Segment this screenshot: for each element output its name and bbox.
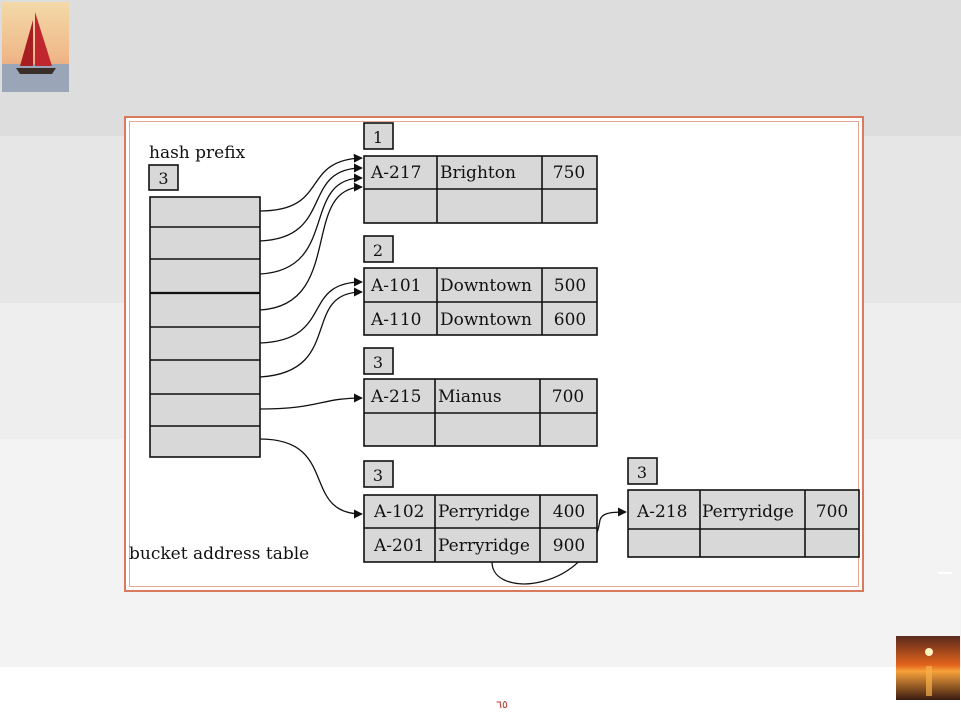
pointer-slot-6 [259, 393, 363, 410]
bucket-1-depth: 1 [373, 128, 383, 147]
record-cell: A-218 [636, 502, 687, 522]
pointer-slot-2 [259, 173, 363, 275]
record-cell: Mianus [438, 387, 502, 407]
record-cell: Downtown [440, 310, 532, 330]
hash-prefix-label: hash prefix [149, 143, 246, 163]
pointer-slot-4 [259, 277, 363, 344]
record-cell: 900 [553, 536, 585, 556]
bucket-5-depth: 3 [637, 463, 647, 482]
record-cell: 750 [553, 163, 585, 183]
bucket-3-depth-box [363, 347, 394, 375]
record-cell: A-101 [370, 276, 421, 296]
extendable-hash-diagram: hash prefix 3 bucket address table [129, 122, 860, 585]
header-band [0, 0, 961, 136]
record-cell: 400 [553, 502, 585, 522]
record-cell: A-217 [370, 163, 421, 183]
global-depth-box [148, 164, 179, 191]
decorative-dash [938, 572, 952, 574]
record-cell: Brighton [440, 163, 516, 183]
diagram-frame: hash prefix 3 bucket address table [124, 116, 864, 592]
record-cell: A-102 [373, 502, 424, 522]
record-cell: Downtown [440, 276, 532, 296]
record-cell: 700 [552, 387, 584, 407]
sunset-logo [896, 636, 960, 700]
pointer-slot-3 [259, 182, 363, 311]
bucket-1: 1 A-217 Brighton 750 [363, 122, 598, 224]
record-cell: 700 [816, 502, 848, 522]
pointer-slot-5 [259, 287, 363, 378]
bucket-address-table [149, 196, 261, 458]
record-cell: Perryridge [438, 502, 530, 522]
global-depth-value: 3 [158, 169, 168, 188]
bucket-1-depth-box [363, 122, 394, 150]
record-cell: A-110 [370, 310, 421, 330]
bucket-2-depth-box [363, 235, 394, 263]
record-cell: Perryridge [438, 536, 530, 556]
sailboat-logo [2, 2, 69, 92]
bucket-5-depth-box [627, 457, 658, 485]
page-number: ٦٥ [496, 698, 508, 711]
bucket-4-depth-box [363, 460, 394, 488]
bucket-2-depth: 2 [373, 241, 383, 260]
record-cell: Perryridge [702, 502, 794, 522]
bucket-2: 2 A-101 Downtown 500 A-110 Downtown 600 [363, 235, 598, 336]
bucket-address-table-label: bucket address table [129, 544, 309, 564]
record-cell: A-201 [373, 536, 424, 556]
pointer-slot-7 [259, 438, 363, 519]
bucket-3-depth: 3 [373, 353, 383, 372]
bucket-3: 3 A-215 Mianus 700 [363, 347, 598, 447]
record-cell: 500 [554, 276, 586, 296]
record-cell: 600 [554, 310, 586, 330]
bucket-5: 3 A-218 Perryridge 700 [627, 457, 860, 558]
bucket-4-depth: 3 [373, 466, 383, 485]
record-cell: A-215 [370, 387, 421, 407]
pointer-slot-1 [259, 163, 363, 242]
pointer-slot-0 [259, 153, 363, 212]
bucket-4: 3 A-102 Perryridge 400 A-201 Perryridge … [363, 460, 598, 563]
